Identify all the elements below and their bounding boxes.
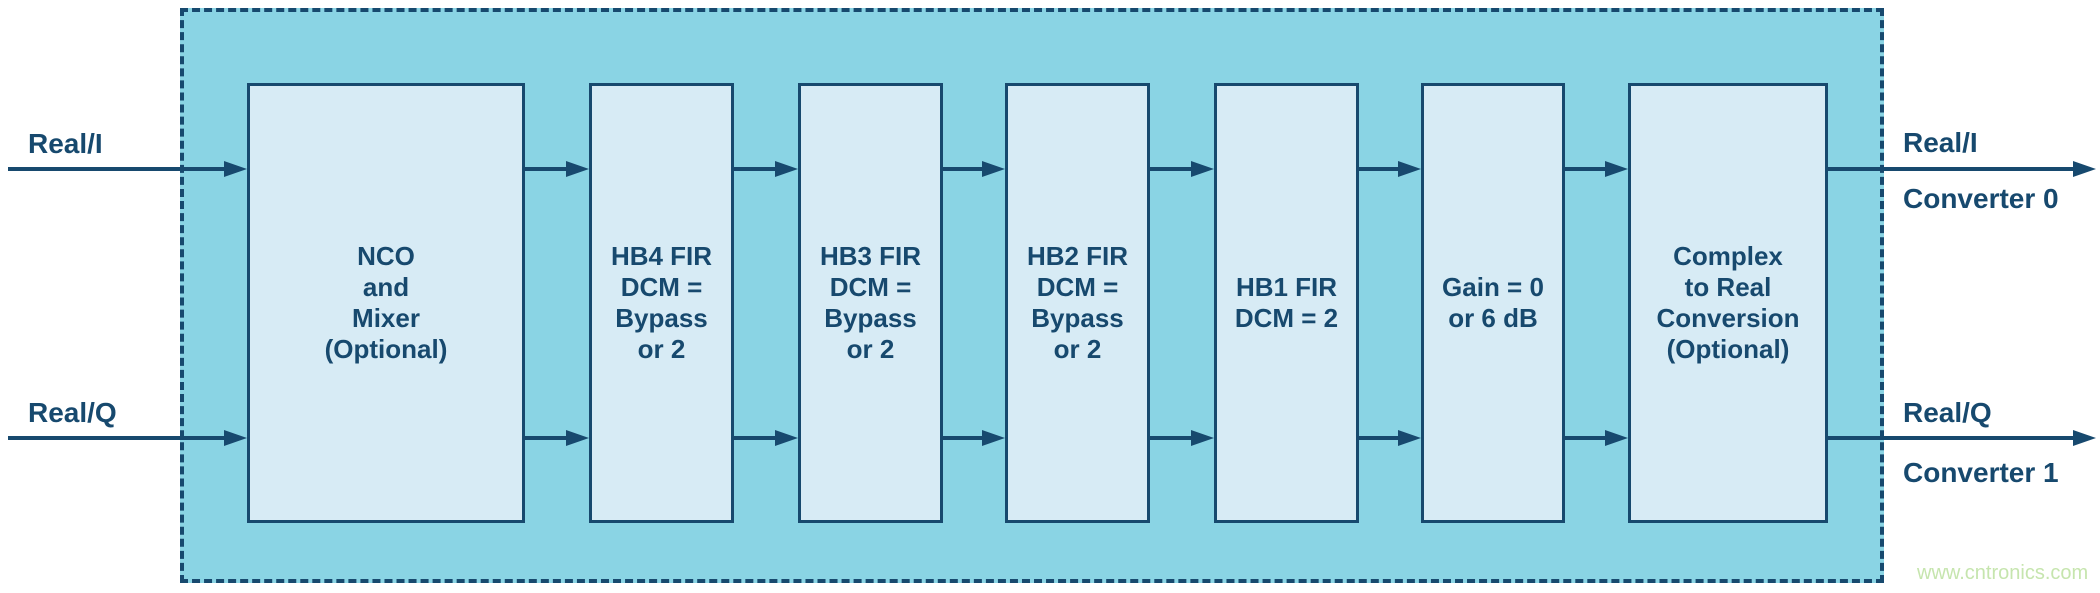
block-nco-mixer-label: NCO and Mixer (Optional) [324,241,448,364]
arrowhead-icon [224,161,247,177]
arrowhead-icon [1398,430,1421,446]
arrowhead-icon [1191,161,1214,177]
arrow-line [943,167,991,171]
arrow-line [1828,436,2082,440]
arrow-line [525,436,575,440]
arrowhead-icon [1605,161,1628,177]
block-complex-to-real: Complex to Real Conversion (Optional) [1628,83,1828,523]
arrow-line [1565,167,1614,171]
input-label-real-q: Real/Q [28,397,117,428]
arrowhead-icon [775,430,798,446]
arrow-hb4-to-hb3-i [734,161,798,177]
arrowhead-icon [2073,430,2096,446]
block-hb3-fir-label: HB3 FIR DCM = Bypass or 2 [819,241,922,364]
output-label-real-i: Real/I [1903,127,1978,158]
arrowhead-icon [775,161,798,177]
arrow-hb3-to-hb2-i [943,161,1005,177]
arrowhead-icon [1191,430,1214,446]
block-complex-to-real-label: Complex to Real Conversion (Optional) [1656,241,1800,364]
block-hb3-fir: HB3 FIR DCM = Bypass or 2 [798,83,943,523]
arrow-line [525,167,575,171]
arrow-line [734,167,784,171]
arrow-line [1565,436,1614,440]
arrowhead-icon [2073,161,2096,177]
input-label-real-i: Real/I [28,128,103,159]
arrow-hb2-to-hb1-i [1150,161,1214,177]
arrow-input-q [8,430,247,446]
arrow-line [734,436,784,440]
arrow-line [1359,167,1407,171]
arrowhead-icon [982,161,1005,177]
arrowhead-icon [566,430,589,446]
arrowhead-icon [224,430,247,446]
watermark: www.cntronics.com [1917,562,2089,584]
arrow-gain-to-complex-i [1565,161,1628,177]
block-hb1-fir-label: HB1 FIR DCM = 2 [1234,272,1339,333]
arrow-line [8,436,233,440]
block-hb2-fir-label: HB2 FIR DCM = Bypass or 2 [1026,241,1129,364]
block-hb1-fir: HB1 FIR DCM = 2 [1214,83,1359,523]
arrow-hb3-to-hb2-q [943,430,1005,446]
arrow-line [943,436,991,440]
arrow-gain-to-complex-q [1565,430,1628,446]
arrow-nco-to-hb4-q [525,430,589,446]
arrow-line [1828,167,2082,171]
arrowhead-icon [566,161,589,177]
block-gain: Gain = 0 or 6 dB [1421,83,1565,523]
arrow-hb4-to-hb3-q [734,430,798,446]
arrow-output-q [1828,430,2096,446]
block-hb4-fir-label: HB4 FIR DCM = Bypass or 2 [610,241,713,364]
block-gain-label: Gain = 0 or 6 dB [1442,272,1544,333]
arrowhead-icon [1398,161,1421,177]
block-hb4-fir: HB4 FIR DCM = Bypass or 2 [589,83,734,523]
block-hb2-fir: HB2 FIR DCM = Bypass or 2 [1005,83,1150,523]
arrow-input-i [8,161,247,177]
arrow-hb1-to-gain-q [1359,430,1421,446]
output-label-converter-1: Converter 1 [1903,457,2059,488]
output-label-real-q: Real/Q [1903,397,1992,428]
output-label-converter-0: Converter 0 [1903,183,2059,214]
arrow-line [1150,167,1200,171]
arrow-nco-to-hb4-i [525,161,589,177]
arrow-output-i [1828,161,2096,177]
arrowhead-icon [982,430,1005,446]
arrow-line [1150,436,1200,440]
arrow-line [1359,436,1407,440]
arrow-hb2-to-hb1-q [1150,430,1214,446]
arrowhead-icon [1605,430,1628,446]
arrow-hb1-to-gain-i [1359,161,1421,177]
block-nco-mixer: NCO and Mixer (Optional) [247,83,525,523]
arrow-line [8,167,233,171]
